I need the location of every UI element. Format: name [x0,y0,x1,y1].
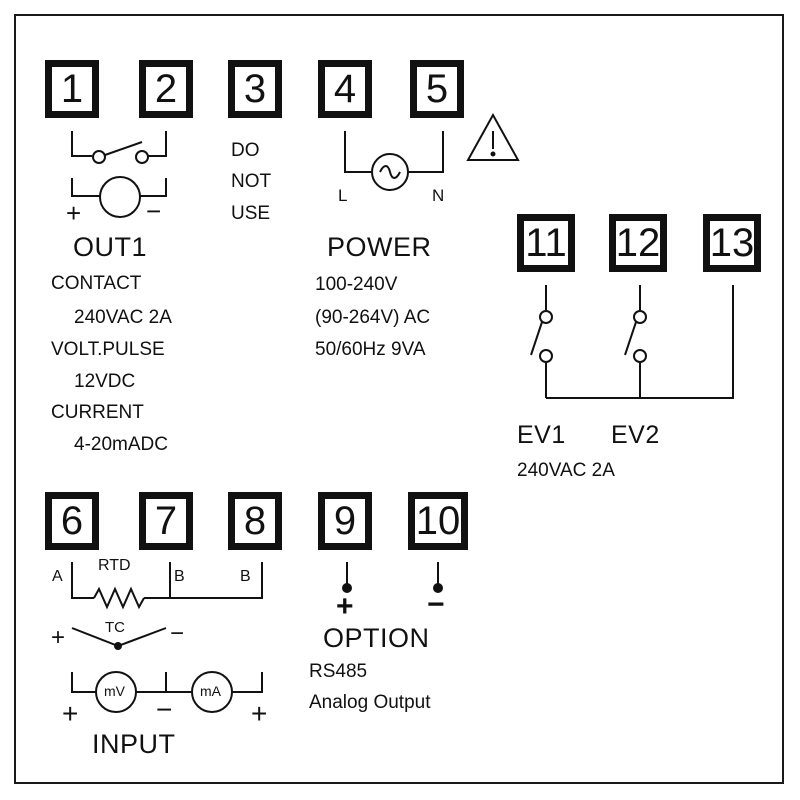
thermocouple-sensor [71,627,167,650]
terminal-12: 12 [609,214,667,272]
ev-rating: 240VAC 2A [517,460,615,481]
out1-line-volt-pulse: VOLT.PULSE [51,339,165,360]
terminal-6: 6 [45,492,99,550]
power-l-label: L [338,186,348,205]
out1-line-contact-rating: 240VAC 2A [74,307,172,328]
option-title: OPTION [323,623,430,653]
terminal-13: 13 [703,214,761,272]
out1-voltage-source [71,176,167,218]
input-plus-1: + [62,698,79,729]
out1-relay-contact [71,131,167,164]
option-line-rs485: RS485 [309,661,368,682]
out1-line-current: CURRENT [51,402,144,423]
power-n-label: N [432,186,445,205]
option-plus-sign: + [336,590,354,623]
input-tc-plus: + [51,624,66,651]
input-tc-label: TC [105,619,125,636]
terminal-1: 1 [45,60,99,118]
terminal-2: 2 [139,60,193,118]
out1-minus-sign: − [146,196,162,226]
terminal-8: 8 [228,492,282,550]
input-title: INPUT [92,729,176,759]
ev1-label: EV1 [517,421,566,449]
input-tc-minus: − [170,620,185,647]
input-ma-label: mA [200,683,221,699]
input-rtd-label: RTD [98,557,131,574]
input-plus-2: + [251,698,268,729]
out1-line-contact: CONTACT [51,273,142,294]
terminal-7: 7 [139,492,193,550]
power-line-voltage: 100-240V [315,274,398,295]
power-title: POWER [327,232,432,262]
rtd-sensor [71,562,263,610]
option-leads [342,562,443,593]
out1-plus-sign: + [66,198,82,228]
input-mv-label: mV [104,683,125,699]
out1-title: OUT1 [73,232,148,262]
out1-line-volt-rating: 12VDC [74,371,136,392]
warning-triangle-icon [466,112,520,161]
input-b-label-2: B [240,568,251,585]
option-minus-sign: − [427,588,445,621]
option-line-analog-output: Analog Output [309,692,431,713]
power-ac-source [344,131,444,191]
diagram-frame [14,14,784,784]
terminal-11: 11 [517,214,575,272]
terminal-4: 4 [318,60,372,118]
input-minus-1: − [156,694,173,725]
power-line-frequency: 50/60Hz 9VA [315,339,426,360]
terminal-9: 9 [318,492,372,550]
do-not-use-line-1: DO [231,140,260,161]
out1-line-current-rating: 4-20mADC [74,434,168,455]
power-line-range: (90-264V) AC [315,307,431,328]
ev2-label: EV2 [611,421,660,449]
input-b-label-1: B [174,568,185,585]
analog-input-sources [71,671,263,713]
terminal-5: 5 [410,60,464,118]
terminal-10: 10 [408,492,468,550]
do-not-use-line-2: NOT [231,171,272,192]
do-not-use-line-3: USE [231,203,271,224]
terminal-3: 3 [228,60,282,118]
ev-relay-contacts [530,285,734,399]
input-a-label: A [52,568,63,585]
